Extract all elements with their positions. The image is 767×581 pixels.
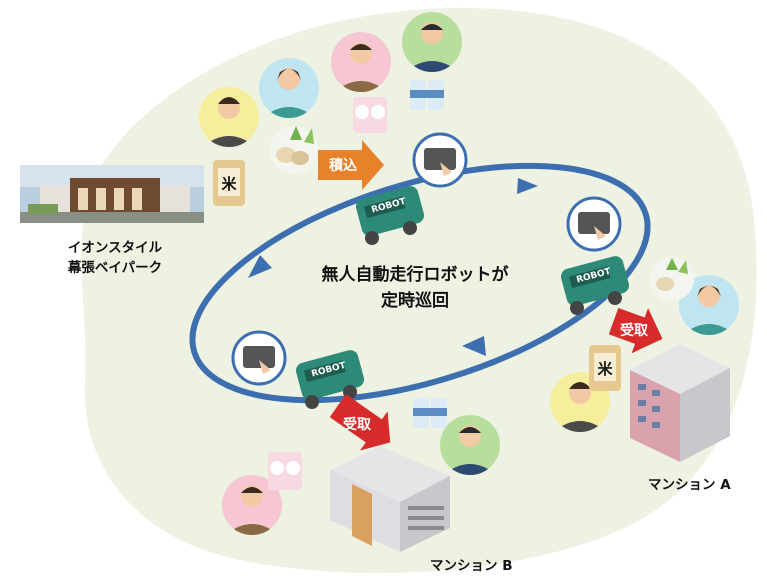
store-name: イオンスタイル 幕張ベイパーク	[30, 238, 200, 278]
loop-arrow-icon	[517, 178, 538, 194]
receive-arrow-b: 受取	[329, 394, 391, 451]
building-a-label: マンション A	[648, 477, 731, 493]
patrol-loop	[189, 162, 651, 404]
rice-bag-icon: 米	[213, 160, 245, 206]
toilet-paper-icon	[353, 97, 387, 133]
robot-description-line2: 定時巡回	[381, 291, 449, 311]
water-bottles-icon	[410, 80, 444, 110]
avatar-customer	[222, 475, 282, 535]
avatar-customer	[402, 12, 462, 72]
tablet-touch-icon	[566, 196, 622, 252]
vegetables-icon	[270, 126, 318, 174]
robot-description: 無人自動走行ロボットが 定時巡回	[300, 262, 530, 314]
water-bottles-icon	[413, 398, 447, 428]
receive-arrow-a: 受取	[608, 307, 663, 354]
load-arrow: 積込	[318, 140, 384, 190]
vegetables-icon	[650, 257, 694, 301]
background-area	[81, 7, 757, 573]
robot-vehicle: ROBOT	[560, 256, 630, 315]
tablet-touch-icon	[412, 132, 468, 188]
toilet-paper-icon	[268, 452, 302, 490]
rice-bag-icon: 米	[589, 345, 621, 391]
robot-description-line1: 無人自動走行ロボットが	[321, 265, 509, 285]
store-name-line2: 幕張ベイパーク	[67, 260, 163, 276]
robot-vehicle: ROBOT	[355, 186, 425, 245]
loop-arrow-icon	[462, 336, 486, 356]
svg-text:積込: 積込	[328, 157, 357, 174]
avatar-customer	[679, 275, 739, 335]
loop-arrow-icon	[248, 255, 272, 278]
building-b	[330, 446, 450, 552]
tablet-touch-icon	[231, 330, 287, 386]
svg-text:米: 米	[597, 360, 613, 378]
building-a	[630, 344, 730, 462]
svg-text:米: 米	[221, 175, 237, 193]
robot-vehicle: ROBOT	[295, 350, 365, 409]
svg-text:受取: 受取	[343, 416, 372, 433]
building-b-label: マンション B	[430, 558, 513, 574]
svg-text:受取: 受取	[620, 322, 649, 339]
store-name-line1: イオンスタイル	[67, 240, 163, 256]
store-photo	[20, 165, 204, 223]
